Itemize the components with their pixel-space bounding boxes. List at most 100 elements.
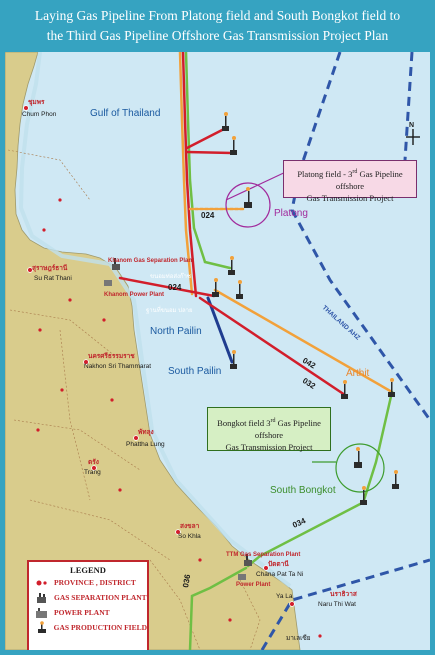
place-ttm-gsp: TTM Gas Separation Plant — [226, 552, 300, 558]
place-pipe-label-b: ฐานที่ขนอม ปลาย — [146, 306, 193, 314]
platform-6 — [236, 280, 243, 299]
bongkot-outline — [335, 443, 385, 493]
place-malaysia-th: มาเลเซีย — [286, 634, 311, 642]
gas-production-fields — [212, 112, 399, 505]
east-boundary — [403, 52, 414, 161]
legend-item-gsp: GAS SEPARATION PLANT — [29, 590, 147, 605]
platform-11 — [392, 470, 399, 489]
pipeline-036 — [188, 566, 248, 650]
pipeline-042 — [213, 288, 394, 394]
place-ttm-pp: Power Plant — [236, 582, 270, 588]
gas-separation-plant-icon — [33, 591, 51, 604]
place-khanom-pp: Khanom Power Plant — [104, 292, 164, 298]
pipeline-green-trunk — [184, 52, 207, 264]
pipeline-label-032: 032 — [301, 376, 318, 391]
pipeline-032 — [198, 296, 347, 397]
platong-callout-pre: Platong field - 3 — [297, 168, 353, 179]
place-chum-phon-th: ชุมพร — [28, 99, 45, 106]
gulf-label: Gulf of Thailand — [90, 108, 160, 119]
legend-item-power: POWER PLANT — [29, 605, 147, 620]
pipeline-label-024-platong: 024 — [201, 211, 215, 220]
south-pailin-label: South Pailin — [168, 366, 221, 377]
platong-callout: Platong field - 3rd Gas Pipeline offshor… — [283, 160, 417, 203]
legend-title: LEGEND — [70, 565, 106, 575]
pipeline-label-034: 034 — [291, 516, 307, 530]
platong-callout-sup: rd — [352, 169, 358, 175]
bongkot-outlines — [312, 443, 385, 493]
bongkot-callout: Bongkot field 3rd Gas Pipeline offshore … — [207, 407, 331, 452]
platform-12 — [360, 486, 367, 505]
pipeline-bongkot-link — [362, 390, 394, 502]
map-svg: 024 024 042 032 034 036 Gulf of Thailand… — [5, 52, 430, 650]
thailand-ahz-label: THAILAND AHZ — [321, 304, 361, 341]
legend-label-field: GAS PRODUCTION FIELD — [53, 623, 147, 632]
place-nakhon-th: นครศรีธรรมราช — [88, 352, 135, 360]
pipeline-024-khanom — [118, 276, 216, 298]
north-arrow-icon: N — [406, 122, 420, 145]
map-legend: LEGEND PROVINCE , DISTRICT GAS SEPARATIO… — [27, 560, 149, 650]
place-pipe-label-a: ขนอมท่อส่งก๊าซ — [150, 273, 191, 280]
platong-outline — [225, 182, 271, 228]
ttm-plant-icons — [238, 554, 252, 580]
bongkot-callout-post: Gas Pipeline offshore — [254, 417, 321, 440]
province-markers — [23, 105, 322, 638]
platong-callout-line2: Gas Transmission Project — [306, 192, 394, 203]
platform-10 — [354, 447, 362, 468]
north-label: N — [409, 122, 414, 129]
bongkot-callout-pre: Bongkot field 3 — [217, 417, 271, 428]
legend-item-field: GAS PRODUCTION FIELD — [29, 620, 147, 635]
province-district-icon — [33, 576, 51, 589]
place-chana-th: ปัตตานี — [268, 560, 289, 568]
pipeline-blue-south-pailin — [206, 296, 234, 364]
title-line-2: the Third Gas Pipeline Offshore Gas Tran… — [46, 28, 389, 43]
platform-1 — [222, 112, 229, 131]
pipeline-label-024-khanom: 024 — [168, 283, 182, 292]
platong-label: Platong — [274, 208, 308, 219]
place-phatthalung: Phattha Lung — [126, 441, 165, 448]
field-outlines — [225, 169, 291, 228]
place-yala: Ya La — [276, 593, 293, 600]
legend-label-province: PROVINCE , DISTRICT — [54, 578, 136, 587]
thailand-ahz-boundary — [290, 52, 430, 421]
coast-shoal — [18, 52, 292, 588]
place-surat: Su Rat Thani — [34, 275, 72, 282]
pipeline-green-mid — [203, 260, 232, 270]
place-trang: Trang — [84, 469, 101, 476]
platong-callout-post: Gas Pipeline offshore — [335, 168, 403, 191]
place-phatthalung-th: พัทลุง — [138, 428, 154, 436]
pipeline-orange-trunk — [178, 52, 194, 296]
pipeline-label-036: 036 — [181, 573, 192, 588]
map-canvas: 024 024 042 032 034 036 Gulf of Thailand… — [5, 52, 430, 650]
place-khanom-gsp: Khanom Gas Separation Plant — [108, 258, 194, 264]
place-chana: Chana Pat Ta Ni — [256, 571, 303, 578]
compass: N — [403, 120, 423, 146]
pipeline-red-branch-1 — [185, 126, 228, 150]
pipeline-network — [118, 52, 394, 650]
south-boundary — [260, 558, 430, 650]
bongkot-callout-line2: Gas Transmission Project — [225, 441, 313, 452]
legend-item-province: PROVINCE , DISTRICT — [29, 575, 147, 590]
place-nakhon: Nakhon Sri Thammarat — [84, 363, 151, 370]
power-plant-icon — [33, 606, 51, 619]
south-bongkot-label: South Bongkot — [270, 485, 336, 496]
legend-label-gsp: GAS SEPARATION PLANT — [54, 593, 147, 602]
place-surat-th: สุราษฎร์ธานี — [32, 264, 68, 272]
title-line-1: Laying Gas Pipeline From Platong field a… — [34, 8, 401, 23]
place-narathiwat-th: นราธิวาส — [330, 590, 357, 598]
platform-3 — [244, 187, 252, 208]
north-pailin-label: North Pailin — [150, 326, 202, 337]
gas-production-field-icon — [33, 621, 51, 634]
arthit-label: Arthit — [346, 368, 370, 379]
place-narathiwat: Naru Thi Wat — [318, 601, 356, 608]
platform-8 — [341, 380, 348, 399]
platform-9 — [388, 378, 395, 397]
platform-7 — [230, 350, 237, 369]
pipeline-red-branch-2 — [185, 150, 234, 155]
map-title: Laying Gas Pipeline From Platong field a… — [8, 6, 427, 48]
place-songkhla-th: สงขลา — [180, 523, 200, 530]
platform-5 — [212, 278, 219, 297]
place-trang-th: ตรัง — [88, 458, 99, 466]
pipeline-red-trunk — [181, 52, 198, 298]
place-songkhla: So Khla — [178, 533, 201, 540]
